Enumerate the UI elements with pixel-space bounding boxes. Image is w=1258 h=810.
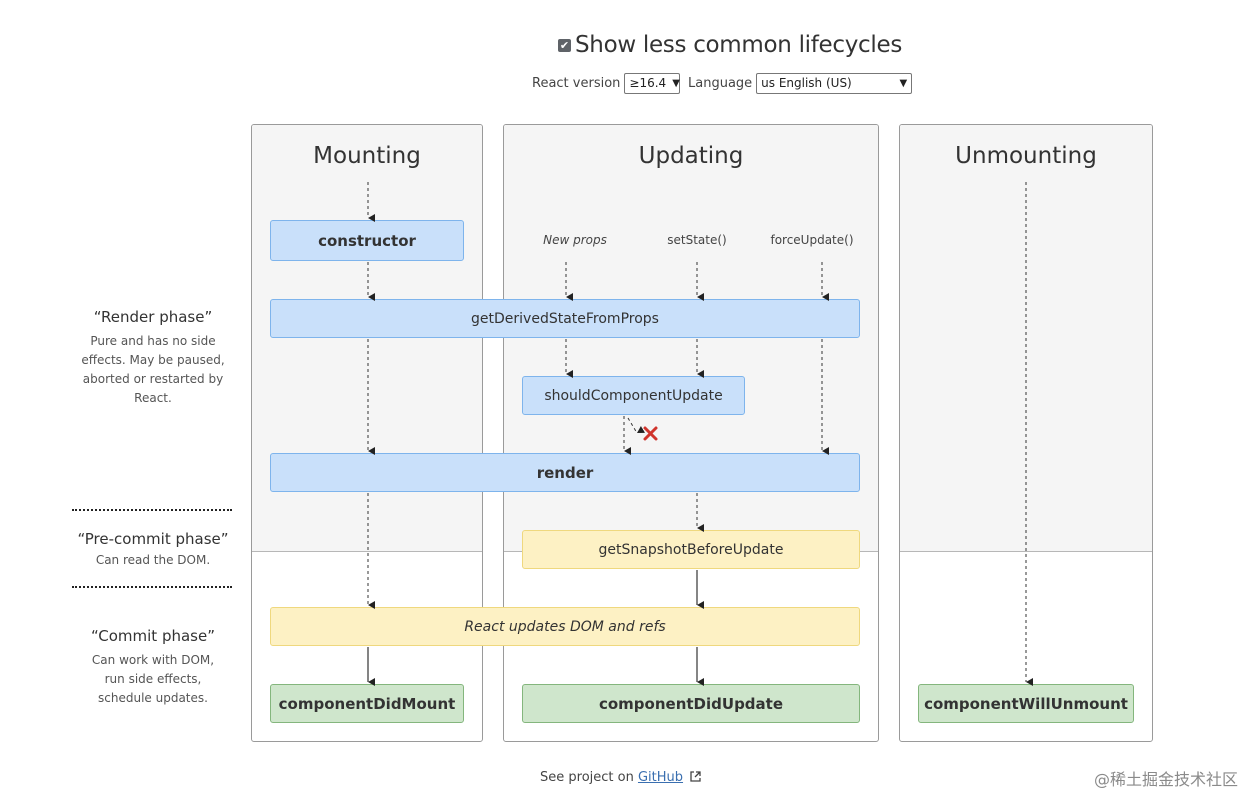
toggle-label: Show less common lifecycles (575, 32, 903, 58)
precommit-phase-desc: Can read the DOM. (95, 553, 211, 567)
phase-divider (72, 586, 232, 588)
version-label: React version (532, 75, 621, 91)
github-link[interactable]: GitHub (637, 770, 684, 785)
chevron-down-icon: ▼ (899, 77, 908, 89)
component-will-unmount-box[interactable]: componentWillUnmount (918, 684, 1134, 723)
render-phase-title: “Render phase” (93, 308, 213, 326)
updating-title: Updating (638, 143, 744, 169)
component-did-update-box[interactable]: componentDidUpdate (522, 684, 860, 723)
render-box[interactable]: render (270, 453, 860, 492)
render-phase-area (900, 125, 1152, 552)
commit-phase-label: “Commit phase” Can work with DOM, run si… (72, 627, 234, 708)
footer-prefix: See project on (540, 770, 638, 785)
get-derived-state-box[interactable]: getDerivedStateFromProps (270, 299, 860, 338)
constructor-box[interactable]: constructor (270, 220, 464, 261)
footer: See project on GitHub (540, 770, 701, 785)
get-snapshot-box[interactable]: getSnapshotBeforeUpdate (522, 530, 860, 569)
should-component-update-box[interactable]: shouldComponentUpdate (522, 376, 745, 415)
chevron-down-icon: ▼ (672, 77, 680, 89)
version-control: React version ≥16.4 ▼ (532, 70, 681, 96)
commit-phase-desc: Can work with DOM, run side effects, sch… (91, 653, 215, 705)
show-less-common-checkbox[interactable]: ✔ (558, 38, 571, 52)
commit-phase-title: “Commit phase” (91, 627, 215, 645)
language-label: Language (688, 75, 753, 91)
render-phase-label: “Render phase” Pure and has no side effe… (72, 308, 234, 408)
unmounting-column: Unmounting (899, 124, 1153, 742)
component-did-mount-box[interactable]: componentDidMount (270, 684, 464, 723)
updating-column: Updating (503, 124, 879, 742)
mounting-title: Mounting (313, 143, 421, 169)
external-link-icon[interactable] (690, 771, 701, 782)
mounting-column: Mounting (251, 124, 483, 742)
phase-divider (72, 509, 232, 511)
language-control: Language us English (US) ▼ (688, 70, 913, 96)
version-value: ≥16.4 (629, 76, 667, 90)
render-phase-desc: Pure and has no side effects. May be pau… (81, 334, 225, 405)
trigger-set-state: setState() (667, 233, 727, 247)
language-value: us English (US) (761, 76, 852, 90)
precommit-phase-label: “Pre-commit phase” Can read the DOM. (72, 530, 234, 570)
lifecycle-toggle[interactable]: ✔ Show less common lifecycles (558, 30, 902, 60)
dom-update-box[interactable]: React updates DOM and refs (270, 607, 860, 646)
language-select[interactable]: us English (US) ▼ (756, 72, 913, 94)
version-select[interactable]: ≥16.4 ▼ (624, 72, 681, 94)
watermark: @稀土掘金技术社区 (1093, 770, 1238, 789)
trigger-force-update: forceUpdate() (770, 233, 854, 247)
trigger-new-props: New props (543, 233, 607, 247)
precommit-phase-title: “Pre-commit phase” (77, 530, 229, 548)
unmounting-title: Unmounting (955, 143, 1097, 169)
